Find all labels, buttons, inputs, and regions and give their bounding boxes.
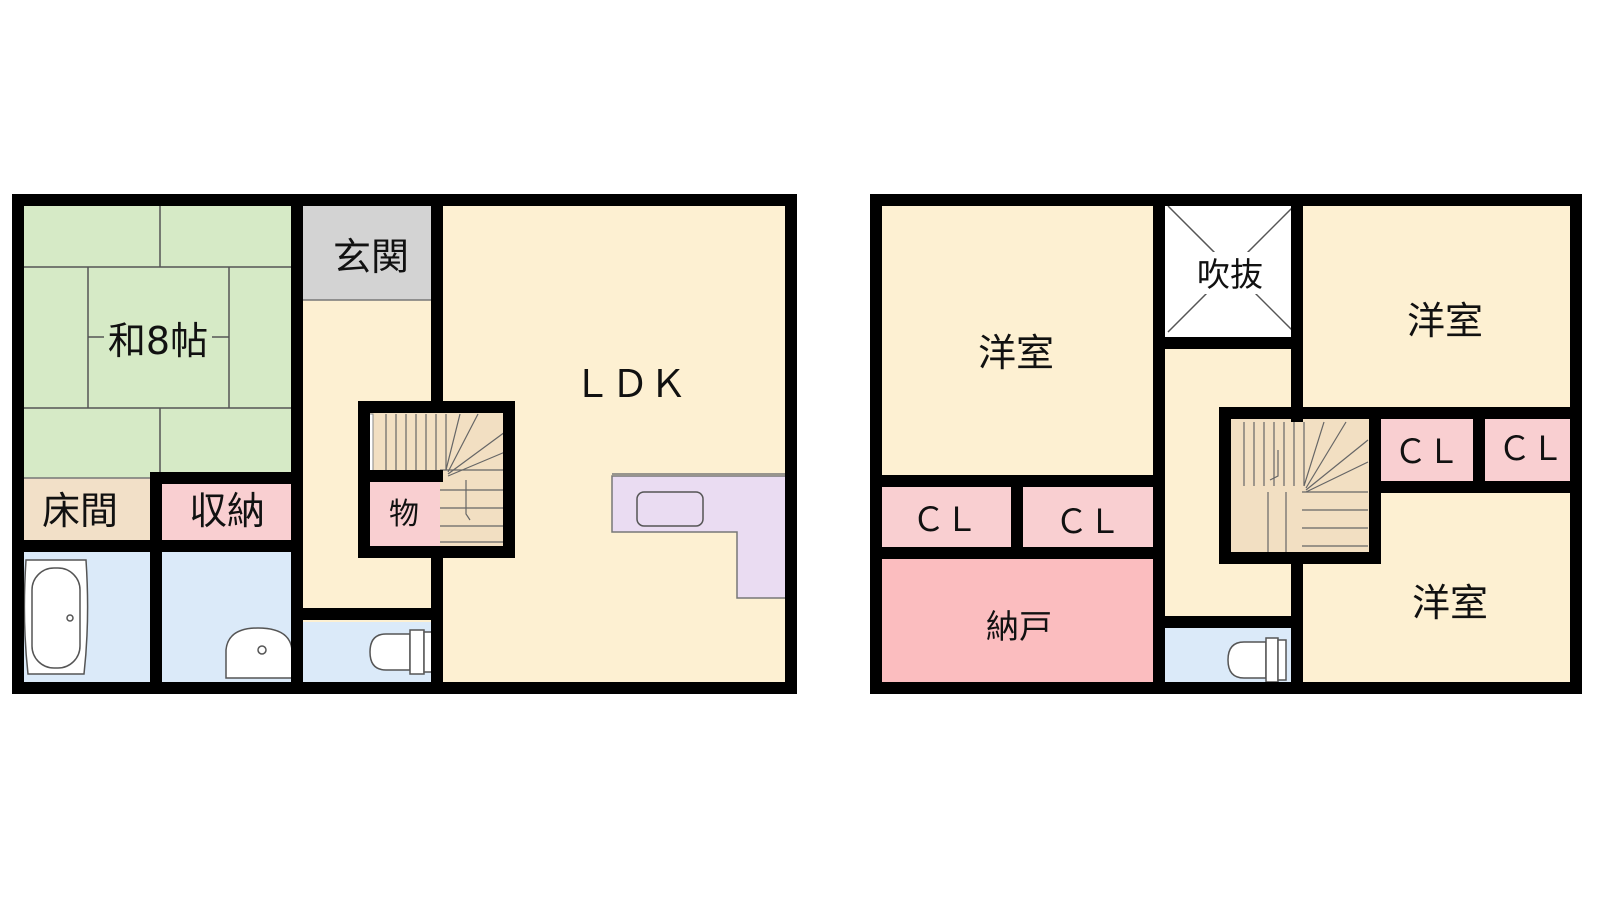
yoshitsu-left-label: 洋室 xyxy=(978,331,1054,375)
tokonoma-room xyxy=(18,478,156,546)
walls-floor2 xyxy=(870,194,1582,694)
yoshitsu-lower-right-label: 洋室 xyxy=(1412,581,1488,625)
ldk-label: ＬＤＫ xyxy=(573,362,687,406)
walls-floor1 xyxy=(12,194,797,694)
closet-3-label: ＣＬ xyxy=(1394,432,1460,471)
washbasin-icon xyxy=(225,627,293,679)
nando-label: 納戸 xyxy=(986,607,1052,646)
yoshitsu-upper-right-label: 洋室 xyxy=(1407,299,1483,343)
washitsu-label-bg xyxy=(104,318,212,364)
closet-room-4 xyxy=(1482,416,1576,484)
closet-room-1 xyxy=(876,484,1015,554)
floor-2: 洋室 吹抜 洋室 洋室 ＣＬ ＣＬ ＣＬ ＣＬ 納戸 xyxy=(870,194,1582,694)
floor-1: 和8帖 玄関 ＬＤＫ 床間 収納 物 xyxy=(12,194,797,694)
fukinuke-label: 吹抜 xyxy=(1197,255,1263,294)
bathtub-icon xyxy=(23,559,89,675)
step-lines xyxy=(18,299,791,479)
mono-room xyxy=(364,476,440,552)
closet-room-2 xyxy=(1015,484,1162,554)
closet-room-3 xyxy=(1378,416,1476,484)
toilet-icon-floor2 xyxy=(1227,637,1287,683)
washitsu-label: 和8帖 xyxy=(108,319,208,363)
stair-steps-floor1 xyxy=(385,413,506,543)
mono-label: 物 xyxy=(389,497,419,532)
closet-4-label: ＣＬ xyxy=(1498,429,1564,468)
shuno-room xyxy=(156,478,294,546)
toilet-icon-floor1 xyxy=(369,629,433,675)
genkan-label: 玄関 xyxy=(333,235,409,279)
stair-floor2 xyxy=(1228,416,1372,558)
closet-2-label: ＣＬ xyxy=(1055,502,1121,541)
sink-icon xyxy=(636,491,704,527)
stair-steps-floor2 xyxy=(1243,421,1369,554)
tokonoma-label: 床間 xyxy=(42,489,118,533)
nando-room xyxy=(876,554,1162,688)
genkan-room xyxy=(300,200,437,300)
shuno-label: 収納 xyxy=(189,489,265,533)
closet-1-label: ＣＬ xyxy=(912,500,978,539)
fukinuke-label-bg xyxy=(1190,252,1270,294)
